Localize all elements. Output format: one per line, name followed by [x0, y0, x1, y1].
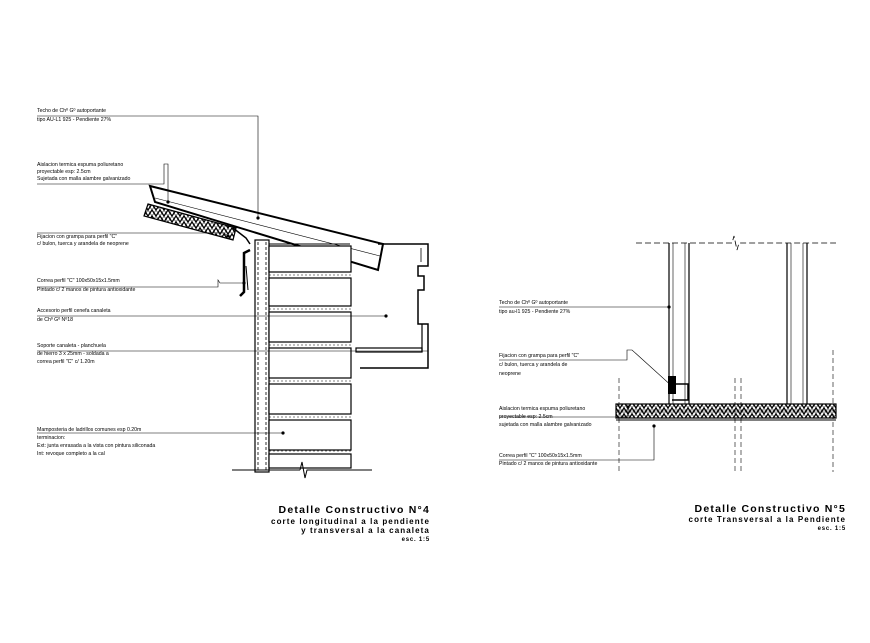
label-soporte: Soporte canaleta - planchuela: [37, 343, 106, 349]
label-fijacion-neoprene: neoprene: [499, 371, 521, 377]
detail-4-title-block: Detalle Constructivo N°4 corte longitudi…: [271, 504, 430, 543]
label-soporte-hierro: de hierro 3 x 25mm - soldada a: [37, 351, 109, 357]
label-accesorio-chapa: de Chº Gº Nº18: [37, 317, 73, 323]
roof-ribs: [668, 243, 808, 404]
label-correa: Correa perfil "C" 100x50x15x1.5mm: [37, 278, 120, 284]
label-fijacion-bulon: c/ bulon, tuerca y arandela de: [499, 362, 567, 368]
detail-5-subtitle: corte Transversal a la Pendiente: [689, 515, 846, 524]
label-terminacion-int: Int: revoque completo a la cal: [37, 451, 105, 457]
label-correa-pintado: Pintado c/ 2 manos de pintura antioxidan…: [37, 287, 135, 293]
brick-wall: [232, 239, 372, 479]
label-aislacion-malla: Sujetada con malla alambre galvanizado: [37, 176, 131, 182]
label-aislacion: Aislacion termica espuma poliuretano: [37, 162, 123, 168]
label-correa: Correa perfil "C" 100x50x15x1.5mm: [499, 453, 582, 459]
label-techo-tipo: tipo au-l1 925 - Pendiente 27%: [499, 309, 571, 315]
clip-grampa: [668, 376, 689, 401]
gutter: [355, 243, 429, 369]
detail-5-drawing: [499, 235, 837, 472]
detail-5-labels: Techo de Chº Gº autoportante tipo au-l1 …: [499, 300, 597, 467]
label-techo: Techo de Chº Gº autoportante: [37, 108, 106, 114]
label-aislacion-esp: proyectable esp: 2.5cm: [499, 414, 553, 420]
label-techo-tipo: tipo AU-L1 925 - Pendiente 27%: [37, 117, 112, 123]
label-techo: Techo de Chº Gº autoportante: [499, 300, 568, 306]
label-fijacion: Fijacion con grampa para perfil "C": [37, 234, 117, 240]
label-fijacion: Fijacion con grampa para perfil "C": [499, 353, 579, 359]
label-aislacion-malla: sujetada con malla alambre galvanizado: [499, 422, 592, 428]
detail-4-scale: esc. 1:5: [402, 537, 430, 543]
detail-4-title: Detalle Constructivo N°4: [279, 504, 430, 516]
detail-5-title: Detalle Constructivo N°5: [695, 503, 846, 515]
label-mamposteria: Mamposteria de ladrillos comunes esp 0.2…: [37, 427, 141, 433]
detail-5-scale: esc. 1:5: [818, 526, 846, 532]
roof-insulation: [143, 203, 237, 241]
detail-5-title-block: Detalle Constructivo N°5 corte Transvers…: [689, 503, 846, 532]
label-aislacion: Aislacion termica espuma poliuretano: [499, 406, 585, 412]
detail-4-subtitle-1: corte longitudinal a la pendiente: [271, 517, 430, 526]
label-accesorio: Accesorio perfil cenefa canaleta: [37, 308, 111, 314]
label-soporte-correa: correa perfil "C" c/ 1.20m: [37, 359, 95, 365]
label-aislacion-esp: proyectable esp: 2.5cm: [37, 169, 91, 175]
label-fijacion-bulon: c/ bulon, tuerca y arandela de neoprene: [37, 241, 129, 247]
detail-4-subtitle-2: y transversal a la canaleta: [301, 526, 430, 535]
label-correa-pintado: Pintado c/ 2 manos de pintura antioxidan…: [499, 461, 597, 467]
detail-4-labels: Techo de Chº Gº autoportante tipo AU-L1 …: [37, 108, 155, 457]
label-terminacion: terminacion:: [37, 435, 65, 441]
detail-4-drawing: [37, 115, 429, 479]
label-terminacion-ext: Ext: junta enrasada a la vista con pintu…: [37, 443, 155, 449]
c-purlin: [239, 248, 251, 297]
